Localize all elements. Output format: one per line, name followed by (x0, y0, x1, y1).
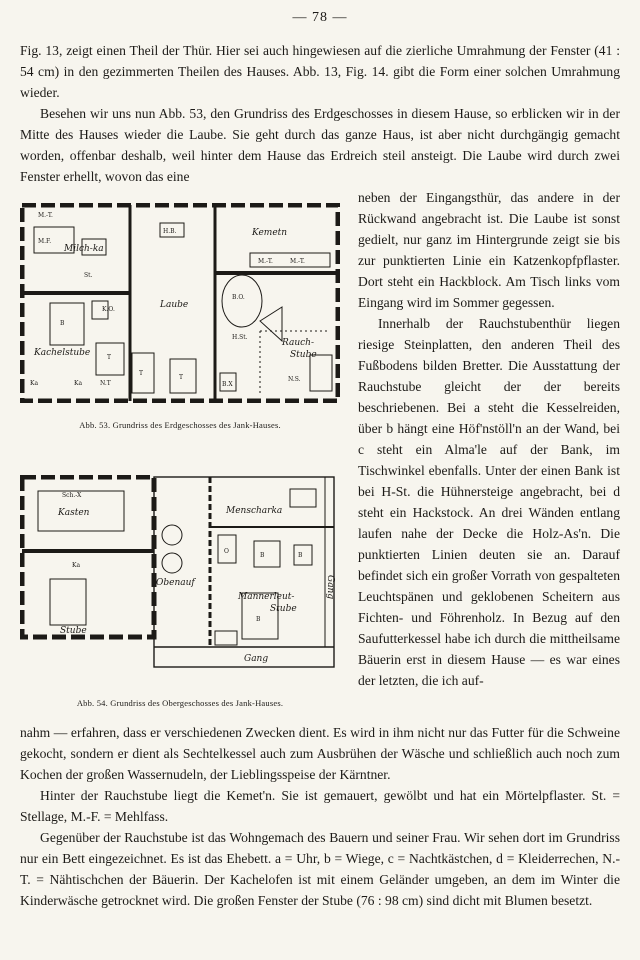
label-rauchstube-1: Rauch- (281, 338, 314, 348)
closing-text: nahm — erfahren, dass er verschiedenen Z… (20, 722, 620, 911)
label-hb: H.B. (163, 228, 177, 235)
paragraph-wohngemach: Gegenüber der Rauchstube ist das Wohngem… (20, 830, 620, 908)
paragraph-laube: neben der Eingangsthür, das andere in de… (358, 190, 620, 310)
label-kemetn: Kemetn (251, 228, 287, 238)
label-ka: Ka (72, 562, 80, 569)
label-t-2: T (139, 370, 143, 377)
label-kasten: Kasten (57, 508, 90, 518)
label-t-3: T (179, 374, 183, 381)
paragraph-rauchstube: Innerhalb der Rauchstubenthür liegen rie… (358, 316, 620, 688)
label-st: St. (84, 272, 93, 279)
page-number: — 78 — (292, 10, 348, 25)
label-mt-3: M.-T. (290, 258, 305, 265)
label-bx: B.X (222, 381, 233, 388)
label-mannerleut-stube-2: Stube (270, 604, 297, 614)
label-b-2: B (298, 552, 303, 559)
label-milchka: Milch-ka (63, 244, 104, 254)
paragraph-abb53-intro: Besehen wir uns nun Abb. 53, den Grundri… (20, 106, 620, 184)
label-b: B (60, 320, 65, 327)
label-mt-1: M.-T. (38, 212, 53, 219)
label-o: O (224, 548, 229, 555)
paragraph-kessel: nahm — erfahren, dass er verschiedenen Z… (20, 725, 620, 782)
label-ka-1: Ka (30, 380, 38, 387)
intro-text: Fig. 13, zeigt einen Theil der Thür. Hie… (20, 40, 620, 187)
label-ka-2: Ka (74, 380, 82, 387)
label-menscharka: Menscharka (225, 506, 282, 516)
label-obenauf: Obenauf (156, 578, 196, 588)
figure-53-caption: Abb. 53. Grundriss des Erdgeschosses des… (79, 420, 281, 430)
label-stube: Stube (60, 626, 87, 636)
label-hst: H.St. (232, 334, 248, 341)
label-kachelstube: Kachelstube (33, 348, 90, 358)
label-sch: Sch.-X (62, 492, 82, 499)
label-mf: M.F. (38, 238, 51, 245)
label-b-1: B (260, 552, 265, 559)
paragraph-kemetn: Hinter der Rauchstube liegt die Kemet'n.… (20, 788, 620, 824)
label-laube: Laube (159, 300, 188, 310)
label-nt: N.T (100, 380, 111, 387)
label-mt-2: M.-T. (258, 258, 273, 265)
label-t-1: T (107, 354, 111, 361)
label-gang-side: Gang (325, 575, 335, 599)
paragraph-fig13: Fig. 13, zeigt einen Theil der Thür. Hie… (20, 43, 620, 100)
label-ko: K.O. (102, 306, 115, 313)
figure-54-caption: Abb. 54. Grundriss des Obergeschosses de… (76, 698, 284, 708)
label-gang-bottom: Gang (244, 654, 268, 664)
label-bo: B.O. (232, 294, 245, 301)
label-ns: N.S. (288, 376, 301, 383)
label-b-3: B (256, 616, 261, 623)
floor-plan-ground-floor: Milch-ka Kemetn Laube Kachelstube Rauch-… (20, 203, 340, 403)
label-mannerleut-stube-1: Mannerleut- (237, 592, 294, 602)
floor-plan-upper-floor: Kasten Menscharka Obenauf Mannerleut- St… (20, 475, 335, 668)
label-rauchstube-2: Stube (290, 350, 317, 360)
right-column-text: neben der Eingangsthür, das andere in de… (358, 187, 620, 691)
